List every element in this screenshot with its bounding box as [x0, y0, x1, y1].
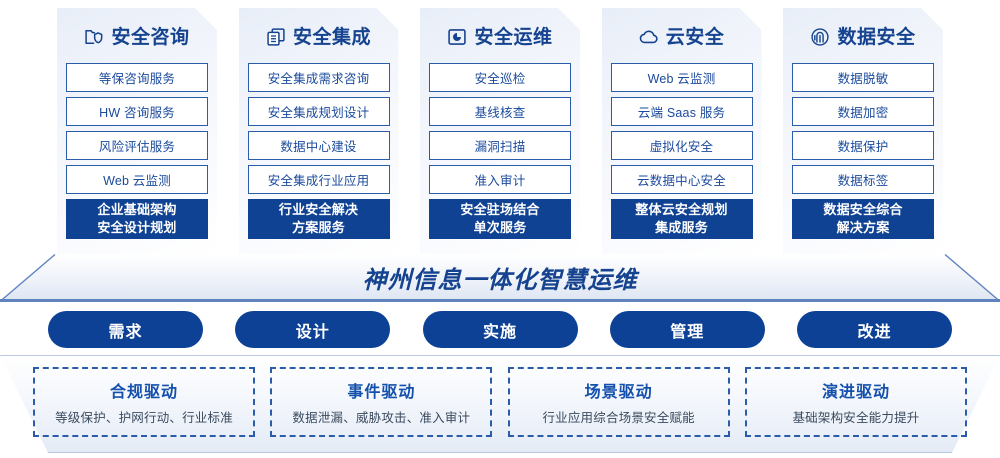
service-item[interactable]: Web 云监测 [611, 63, 753, 92]
phase-pill[interactable]: 需求 [48, 311, 203, 348]
service-column-security-integration[interactable]: 安全集成 安全集成需求咨询 安全集成规划设计 数据中心建设 安全集成行业应用 行… [239, 8, 399, 256]
column-summary[interactable]: 企业基础架构 安全设计规划 [66, 199, 208, 239]
driver-title: 事件驱动 [347, 384, 416, 401]
fingerprint-icon [810, 27, 830, 47]
column-header: 安全咨询 [66, 20, 208, 54]
column-header: 安全集成 [248, 20, 390, 54]
column-summary[interactable]: 安全驻场结合 单次服务 [429, 199, 571, 239]
driver-title: 场景驱动 [584, 384, 653, 401]
service-item[interactable]: 基线核查 [429, 97, 571, 126]
service-item[interactable]: 安全集成规划设计 [248, 97, 390, 126]
driver-subtitle: 行业应用综合场景安全赋能 [542, 411, 695, 425]
service-item[interactable]: 数据保护 [792, 131, 934, 160]
column-summary[interactable]: 数据安全综合 解决方案 [792, 199, 934, 239]
cloud-icon [639, 27, 659, 47]
column-summary-line: 安全驻场结合 [460, 202, 540, 218]
service-item[interactable]: HW 咨询服务 [66, 97, 208, 126]
phase-pill[interactable]: 管理 [609, 311, 765, 348]
column-title: 安全运维 [474, 26, 553, 48]
service-item[interactable]: 等保咨询服务 [66, 63, 208, 92]
service-item[interactable]: 安全巡检 [429, 63, 571, 92]
driver-card[interactable]: 场景驱动 行业应用综合场景安全赋能 [507, 367, 730, 437]
platform-banner: 神州信息一体化智慧运维 [0, 254, 1000, 302]
platform-banner-title: 神州信息一体化智慧运维 [362, 266, 638, 294]
driver-card[interactable]: 演进驱动 基础架构安全能力提升 [744, 367, 967, 437]
phase-pill[interactable]: 改进 [797, 311, 952, 348]
service-column-cloud-security[interactable]: 云安全 Web 云监测 云端 Saas 服务 虚拟化安全 云数据中心安全 整体云… [602, 8, 762, 256]
column-summary-line: 安全设计规划 [97, 220, 177, 235]
column-summary-line: 单次服务 [473, 220, 527, 235]
driver-card[interactable]: 合规驱动 等级保护、护网行动、行业标准 [33, 367, 255, 437]
column-summary-line: 解决方案 [836, 220, 890, 235]
column-title: 安全集成 [292, 26, 371, 48]
column-header: 云安全 [611, 20, 753, 54]
column-title: 安全咨询 [111, 26, 190, 48]
service-item[interactable]: 安全集成行业应用 [248, 165, 390, 194]
driver-card[interactable]: 事件驱动 数据泄漏、威胁攻击、准入审计 [270, 367, 493, 437]
column-summary-line: 行业安全解决 [278, 202, 359, 218]
column-summary-line: 方案服务 [292, 220, 345, 235]
driver-title: 合规驱动 [109, 384, 178, 401]
service-item[interactable]: 数据中心建设 [248, 131, 390, 160]
phase-pill[interactable]: 实施 [422, 311, 578, 348]
service-column-data-security[interactable]: 数据安全 数据脱敏 数据加密 数据保护 数据标签 数据安全综合 解决方案 [783, 8, 943, 256]
driver-subtitle: 基础架构安全能力提升 [792, 411, 920, 425]
column-header: 安全运维 [429, 20, 571, 54]
service-item[interactable]: 风险评估服务 [66, 131, 208, 160]
driver-subtitle: 等级保护、护网行动、行业标准 [55, 411, 233, 425]
service-item[interactable]: 准入审计 [429, 165, 571, 194]
column-summary-line: 集成服务 [655, 220, 708, 235]
drivers-row: 合规驱动 等级保护、护网行动、行业标准 事件驱动 数据泄漏、威胁攻击、准入审计 … [0, 355, 1000, 453]
column-summary-line: 数据安全综合 [823, 202, 903, 218]
service-column-security-consulting[interactable]: 安全咨询 等保咨询服务 HW 咨询服务 风险评估服务 Web 云监测 企业基础架… [57, 8, 217, 256]
service-item[interactable]: 数据脱敏 [792, 63, 934, 92]
column-summary-line: 整体云安全规划 [635, 202, 728, 218]
folder-shield-icon [84, 27, 104, 47]
service-item[interactable]: 数据标签 [792, 165, 934, 194]
driver-title: 演进驱动 [821, 384, 890, 401]
service-item[interactable]: 数据加密 [792, 97, 934, 126]
service-item[interactable]: 安全集成需求咨询 [248, 63, 390, 92]
column-header: 数据安全 [792, 20, 934, 54]
banner-underline [0, 299, 1000, 302]
service-column-security-operations[interactable]: 安全运维 安全巡检 基线核查 漏洞扫描 准入审计 安全驻场结合 单次服务 [420, 8, 580, 256]
column-title: 数据安全 [837, 26, 916, 48]
monitor-chart-icon [447, 27, 467, 47]
phase-pill[interactable]: 设计 [235, 311, 391, 348]
phase-pills: 需求 设计 实施 管理 改进 [48, 311, 952, 348]
service-item[interactable]: 云端 Saas 服务 [611, 97, 753, 126]
stacked-documents-icon [266, 27, 286, 47]
service-item[interactable]: 云数据中心安全 [611, 165, 753, 194]
column-summary[interactable]: 整体云安全规划 集成服务 [611, 199, 753, 239]
column-title: 云安全 [665, 26, 725, 48]
service-item[interactable]: Web 云监测 [66, 165, 208, 194]
service-item[interactable]: 漏洞扫描 [429, 131, 571, 160]
driver-subtitle: 数据泄漏、威胁攻击、准入审计 [292, 411, 471, 425]
column-summary-line: 企业基础架构 [97, 202, 177, 218]
service-item[interactable]: 虚拟化安全 [611, 131, 753, 160]
column-summary[interactable]: 行业安全解决 方案服务 [248, 199, 390, 239]
service-columns: 安全咨询 等保咨询服务 HW 咨询服务 风险评估服务 Web 云监测 企业基础架… [0, 8, 1000, 256]
